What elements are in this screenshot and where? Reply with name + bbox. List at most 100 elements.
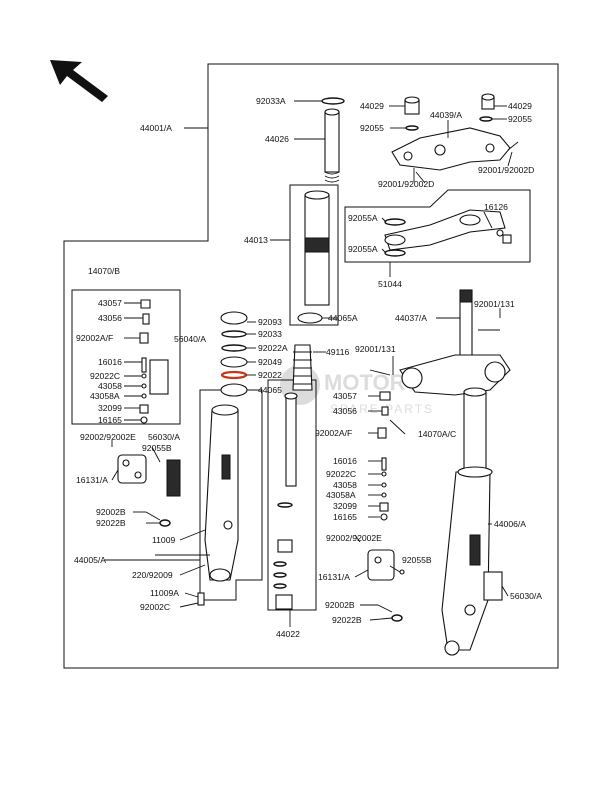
group-box-14070b bbox=[71, 289, 181, 425]
label-92055b-right: 92055B bbox=[402, 555, 432, 565]
label-43057-left: 43057 bbox=[98, 298, 122, 308]
label-44005a: 44005/A bbox=[74, 555, 106, 565]
label-92002-92002e-right: 92002/92002E bbox=[326, 533, 382, 543]
label-43058-right: 43058 bbox=[333, 480, 357, 490]
label-56030a-left: 56030/A bbox=[148, 432, 180, 442]
label-14070b: 14070/B bbox=[88, 266, 120, 276]
label-32099-left: 32099 bbox=[98, 403, 122, 413]
label-92002b-left: 92002B bbox=[96, 507, 126, 517]
bolt-92002b-right bbox=[377, 604, 393, 613]
label-16016-left: 16016 bbox=[98, 357, 122, 367]
label-92022b-right: 92022B bbox=[332, 615, 362, 625]
bolt-92002b-left bbox=[145, 511, 161, 521]
washer-92022b-left bbox=[159, 519, 171, 527]
label-43056-left: 43056 bbox=[98, 313, 122, 323]
pad-56030a-left bbox=[166, 459, 181, 497]
label-49116: 49116 bbox=[326, 347, 349, 357]
label-44065: 44065 bbox=[258, 385, 282, 395]
label-220-92009: 220/92009 bbox=[132, 570, 173, 580]
group-box-51044 bbox=[344, 189, 531, 263]
label-92001-131-right: 92001/131 bbox=[474, 299, 515, 309]
label-44006a: 44006/A bbox=[494, 519, 526, 529]
label-92022c-right: 92022C bbox=[326, 469, 356, 479]
steering-stem-44037a bbox=[399, 289, 511, 396]
label-56030a-right: 56030/A bbox=[510, 591, 542, 601]
label-44001a: 44001/A bbox=[140, 123, 172, 133]
label-92055a-bottom: 92055A bbox=[348, 244, 378, 254]
label-16016-right: 16016 bbox=[333, 456, 357, 466]
watermark-line2: SPARE PARTS bbox=[330, 402, 434, 416]
label-44029-left: 44029 bbox=[360, 101, 384, 111]
outer-tube-44005a bbox=[204, 404, 239, 582]
pad-56030a-right bbox=[483, 571, 503, 601]
label-92022c-left: 92022C bbox=[90, 371, 120, 381]
label-92002af-right: 92002A/F bbox=[315, 428, 352, 438]
label-92033: 92033 bbox=[258, 329, 282, 339]
label-92022a: 92022A bbox=[258, 343, 288, 353]
label-56040a: 56040/A bbox=[174, 334, 206, 344]
oring-92055-right bbox=[479, 116, 493, 122]
label-92055b-left: 92055B bbox=[142, 443, 172, 453]
assembly-outline bbox=[63, 63, 559, 669]
caliper-16131a-right bbox=[354, 534, 395, 581]
label-43058a-left: 43058A bbox=[90, 391, 120, 401]
label-92022b-left: 92022B bbox=[96, 518, 126, 528]
pad-56040a bbox=[149, 359, 169, 395]
label-43058a-right: 43058A bbox=[326, 490, 356, 500]
seal-stack bbox=[220, 311, 248, 397]
fork-spring-rod-44026 bbox=[324, 108, 340, 183]
part-labels: 44001/A 92033A 44026 44029 44029 92055 9… bbox=[74, 96, 542, 639]
label-92093: 92093 bbox=[258, 317, 282, 327]
label-44026: 44026 bbox=[265, 134, 289, 144]
oring-92033a bbox=[321, 97, 345, 105]
oring-92055-left bbox=[405, 125, 419, 131]
label-92002af-left: 92002A/F bbox=[76, 333, 113, 343]
cap-44029-right bbox=[481, 93, 495, 110]
label-92001-131-mid: 92001/131 bbox=[355, 344, 396, 354]
label-11009: 11009 bbox=[152, 535, 175, 545]
label-43058-left: 43058 bbox=[98, 381, 122, 391]
outer-tube-44006a bbox=[441, 387, 493, 656]
inner-tube-44013 bbox=[304, 190, 330, 306]
label-92002-92002e-left: 92002/92002E bbox=[80, 432, 136, 442]
cap-92055b-right bbox=[399, 569, 405, 575]
caliper-parts-left bbox=[139, 299, 151, 424]
dust-boot-49116 bbox=[292, 344, 313, 391]
label-92002c-left: 92002C bbox=[140, 602, 170, 612]
label-14070ac: 14070A/C bbox=[418, 429, 456, 439]
caliper-16131a-left bbox=[111, 440, 147, 484]
label-44029-right: 44029 bbox=[508, 101, 532, 111]
handle-bracket-51044 bbox=[384, 209, 512, 257]
label-32099-right: 32099 bbox=[333, 501, 357, 511]
group-box-44013 bbox=[289, 184, 339, 326]
label-92022: 92022 bbox=[258, 370, 282, 380]
bolt-92002c-left bbox=[197, 592, 205, 606]
label-92001-92002d-left: 92001/92002D bbox=[378, 179, 434, 189]
label-43056-right: 43056 bbox=[333, 406, 357, 416]
cap-44029-left bbox=[404, 96, 420, 115]
label-44013: 44013 bbox=[244, 235, 268, 245]
label-51044: 51044 bbox=[378, 279, 402, 289]
label-92002b-right: 92002B bbox=[325, 600, 355, 610]
label-16131a-right: 16131/A bbox=[318, 572, 350, 582]
label-92049: 92049 bbox=[258, 357, 282, 367]
label-11009a: 11009A bbox=[150, 588, 179, 598]
label-92001-92002d-right: 92001/92002D bbox=[478, 165, 534, 175]
label-44022: 44022 bbox=[276, 629, 300, 639]
label-44037a: 44037/A bbox=[395, 313, 427, 323]
label-92055-left: 92055 bbox=[360, 123, 384, 133]
upper-bracket-44039a bbox=[391, 127, 511, 171]
arrow-up-left-icon bbox=[50, 60, 108, 102]
label-16126: 16126 bbox=[484, 202, 508, 212]
label-16165-right: 16165 bbox=[333, 512, 357, 522]
label-44039a: 44039/A bbox=[430, 110, 462, 120]
label-44065a: 44065A bbox=[328, 313, 358, 323]
label-92055-right: 92055 bbox=[508, 114, 532, 124]
label-43057-right: 43057 bbox=[333, 391, 357, 401]
leader-lines bbox=[105, 100, 513, 627]
bushing-44065a bbox=[297, 312, 323, 324]
label-92033a: 92033A bbox=[256, 96, 286, 106]
label-16165-left: 16165 bbox=[98, 415, 122, 425]
label-16131a-left: 16131/A bbox=[76, 475, 108, 485]
